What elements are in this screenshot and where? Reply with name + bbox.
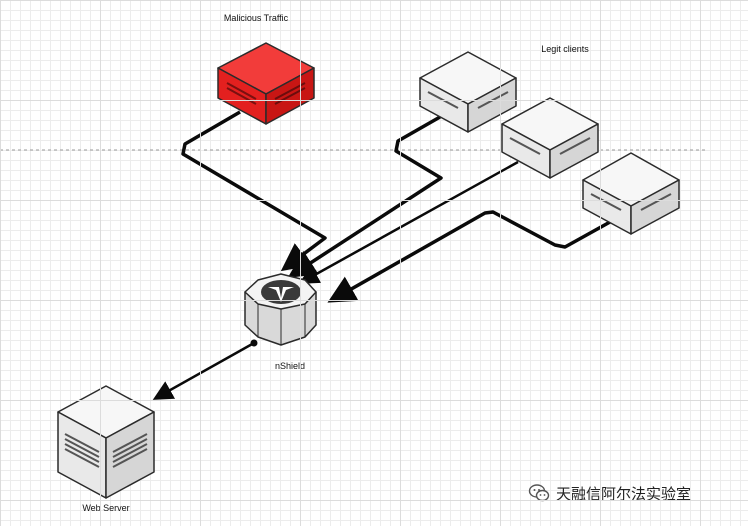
watermark-text: 天融信阿尔法实验室 [556,485,692,503]
malicious-traffic-node [217,42,315,125]
malicious-traffic-label: Malicious Traffic [223,13,289,23]
legit-clients-label: Legit clients [541,44,589,54]
wechat-icon [528,484,550,502]
connector-client1-to-nshield [287,115,443,278]
connector-client3-to-nshield [327,210,611,303]
connector-nshield-to-webserver [152,341,255,400]
nshield-logo-icon [261,280,301,304]
legit-client-node-1 [419,51,517,133]
legit-client-node-3 [582,152,680,235]
nshield-node [244,273,317,346]
web-server-label: Web Server [82,503,130,513]
connector-malicious-to-nshield [181,110,327,272]
connector-client2-to-nshield [298,160,519,284]
legit-client-node-2 [501,97,599,179]
connector-endpoint-dot [250,339,258,347]
watermark: 天融信阿尔法实验室 [528,482,691,504]
nshield-label: nShield [274,361,306,371]
web-server-node [57,385,155,499]
